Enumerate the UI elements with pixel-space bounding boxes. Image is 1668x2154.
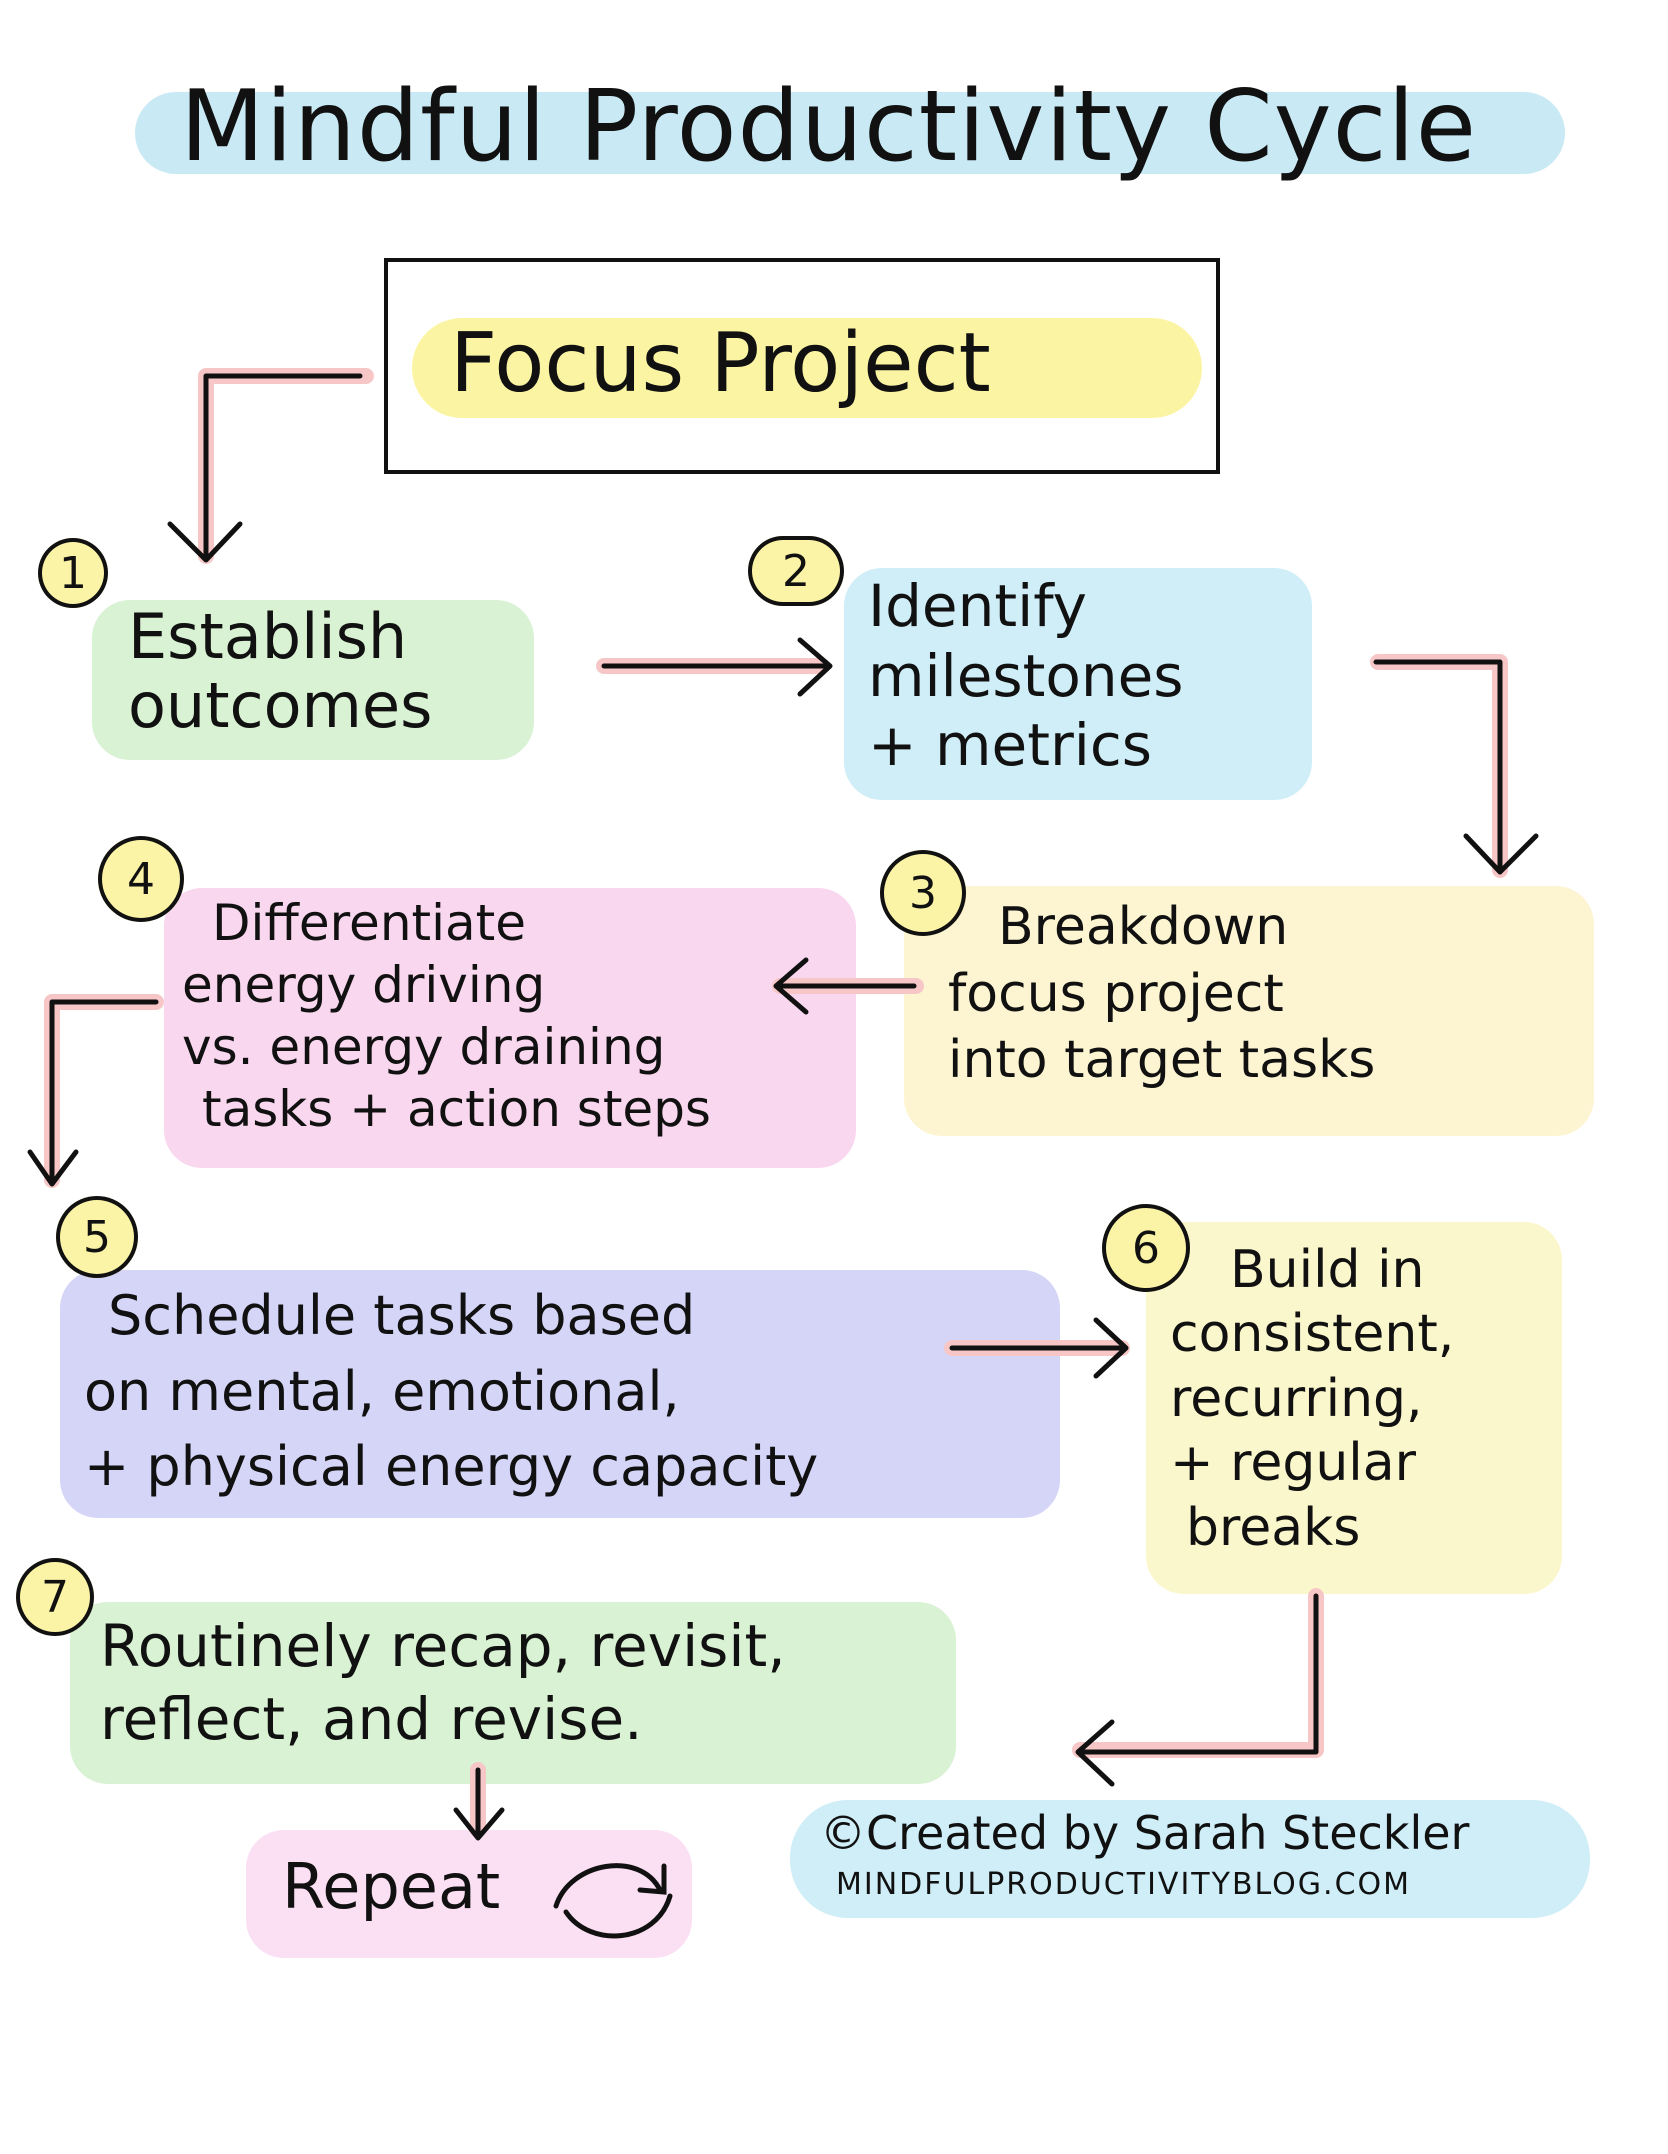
step-7-line-2: reflect, and revise. (100, 1684, 643, 1753)
step-6-highlight (1146, 1222, 1562, 1594)
credit-highlight (790, 1800, 1590, 1918)
step-7-line-1: Routinely recap, revisit, (100, 1612, 786, 1680)
step-1-highlight (92, 600, 534, 760)
step-3-line-1: Breakdown (998, 897, 1289, 957)
step-6-line-5: breaks (1186, 1497, 1361, 1558)
arrow-6-to-7-head (1075, 1719, 1115, 1787)
arrow-2-to-3-line (1373, 659, 1503, 873)
credit-line-1: ©Created by Sarah Steckler (820, 1806, 1470, 1860)
step-1-line-1: Establish (128, 600, 408, 673)
arrow-4-to-5-head (27, 1149, 79, 1187)
arrow-2-to-3-head (1463, 833, 1539, 875)
step-2-highlight (844, 568, 1312, 800)
step-3-text: Breakdown focus project into target task… (948, 894, 1375, 1094)
step-5-line-3: + physical energy capacity (84, 1435, 819, 1499)
step-5-number: 5 (56, 1196, 138, 1278)
arrow-6-to-7-glow (1072, 1588, 1324, 1758)
repeat-label: Repeat (282, 1850, 501, 1923)
arrow-4-to-5-line (49, 999, 159, 1183)
step-2-line-3: + metrics (868, 711, 1153, 780)
step-6-line-3: recurring, (1170, 1368, 1423, 1429)
step-6-text: Build in consistent, recurring, + regula… (1170, 1238, 1454, 1560)
step-3-line-2: focus project (948, 963, 1284, 1024)
step-7-highlight (70, 1602, 956, 1784)
step-4-line-1: Differentiate (212, 894, 527, 952)
step-4-text: Differentiate energy driving vs. energy … (182, 892, 711, 1140)
step-1-number: 1 (38, 538, 108, 608)
repeat-cycle-icon-top (553, 1863, 663, 1909)
step-2-line-1: Identify (868, 572, 1087, 640)
credit-line-2: MINDFULPRODUCTIVITYBLOG.COM (836, 1867, 1412, 1902)
step-7-text: Routinely recap, revisit, reflect, and r… (100, 1610, 786, 1755)
step-3-line-3: into target tasks (948, 1030, 1376, 1091)
step-5-line-2: on mental, emotional, (84, 1359, 680, 1423)
step-2-number: 2 (748, 536, 844, 606)
step-5-line-1: Schedule tasks based (108, 1284, 696, 1347)
arrow-6-to-7-line (1077, 1593, 1319, 1755)
arrow-focus-to-1-head (167, 521, 243, 563)
step-6-line-1: Build in (1230, 1240, 1425, 1300)
focus-highlight (412, 318, 1202, 418)
arrow-4-to-5-glow (44, 994, 164, 1188)
step-4-number: 4 (98, 836, 184, 922)
step-1-text: Establish outcomes (128, 602, 432, 741)
step-5-highlight (60, 1270, 1060, 1518)
arrow-3-to-4-head (773, 957, 809, 1015)
focus-project-box (384, 258, 1220, 474)
repeat-cycle-icon-bottom (563, 1893, 673, 1939)
step-4-line-3: vs. energy draining (182, 1018, 666, 1076)
title-highlight (135, 92, 1565, 174)
arrow-focus-to-1-line (203, 373, 363, 559)
arrow-5-to-6-head (1093, 1317, 1129, 1379)
page-title: Mindful Productivity Cycle (180, 70, 1478, 184)
arrow-focus-to-1 (198, 368, 374, 564)
step-6-number: 6 (1102, 1204, 1190, 1292)
step-2-line-2: milestones (868, 641, 1184, 710)
step-4-line-2: energy driving (182, 956, 546, 1014)
step-3-number: 3 (880, 850, 966, 936)
step-5-text: Schedule tasks based on mental, emotiona… (84, 1278, 818, 1505)
step-3-highlight (904, 886, 1594, 1136)
repeat-cycle-icon-top-head (637, 1863, 667, 1895)
step-2-text: Identify milestones + metrics (868, 572, 1184, 781)
step-6-line-2: consistent, (1170, 1304, 1455, 1365)
step-4-line-4: tasks + action steps (202, 1080, 711, 1138)
arrow-2-to-3-glow (1370, 654, 1508, 878)
step-1-line-2: outcomes (128, 669, 433, 743)
step-6-line-4: + regular (1170, 1433, 1416, 1494)
arrow-1-to-2-head (797, 637, 833, 697)
arrow-7-to-repeat-head (453, 1807, 505, 1841)
focus-project-label: Focus Project (450, 316, 991, 411)
step-7-number: 7 (16, 1558, 94, 1636)
step-4-highlight (164, 888, 856, 1168)
